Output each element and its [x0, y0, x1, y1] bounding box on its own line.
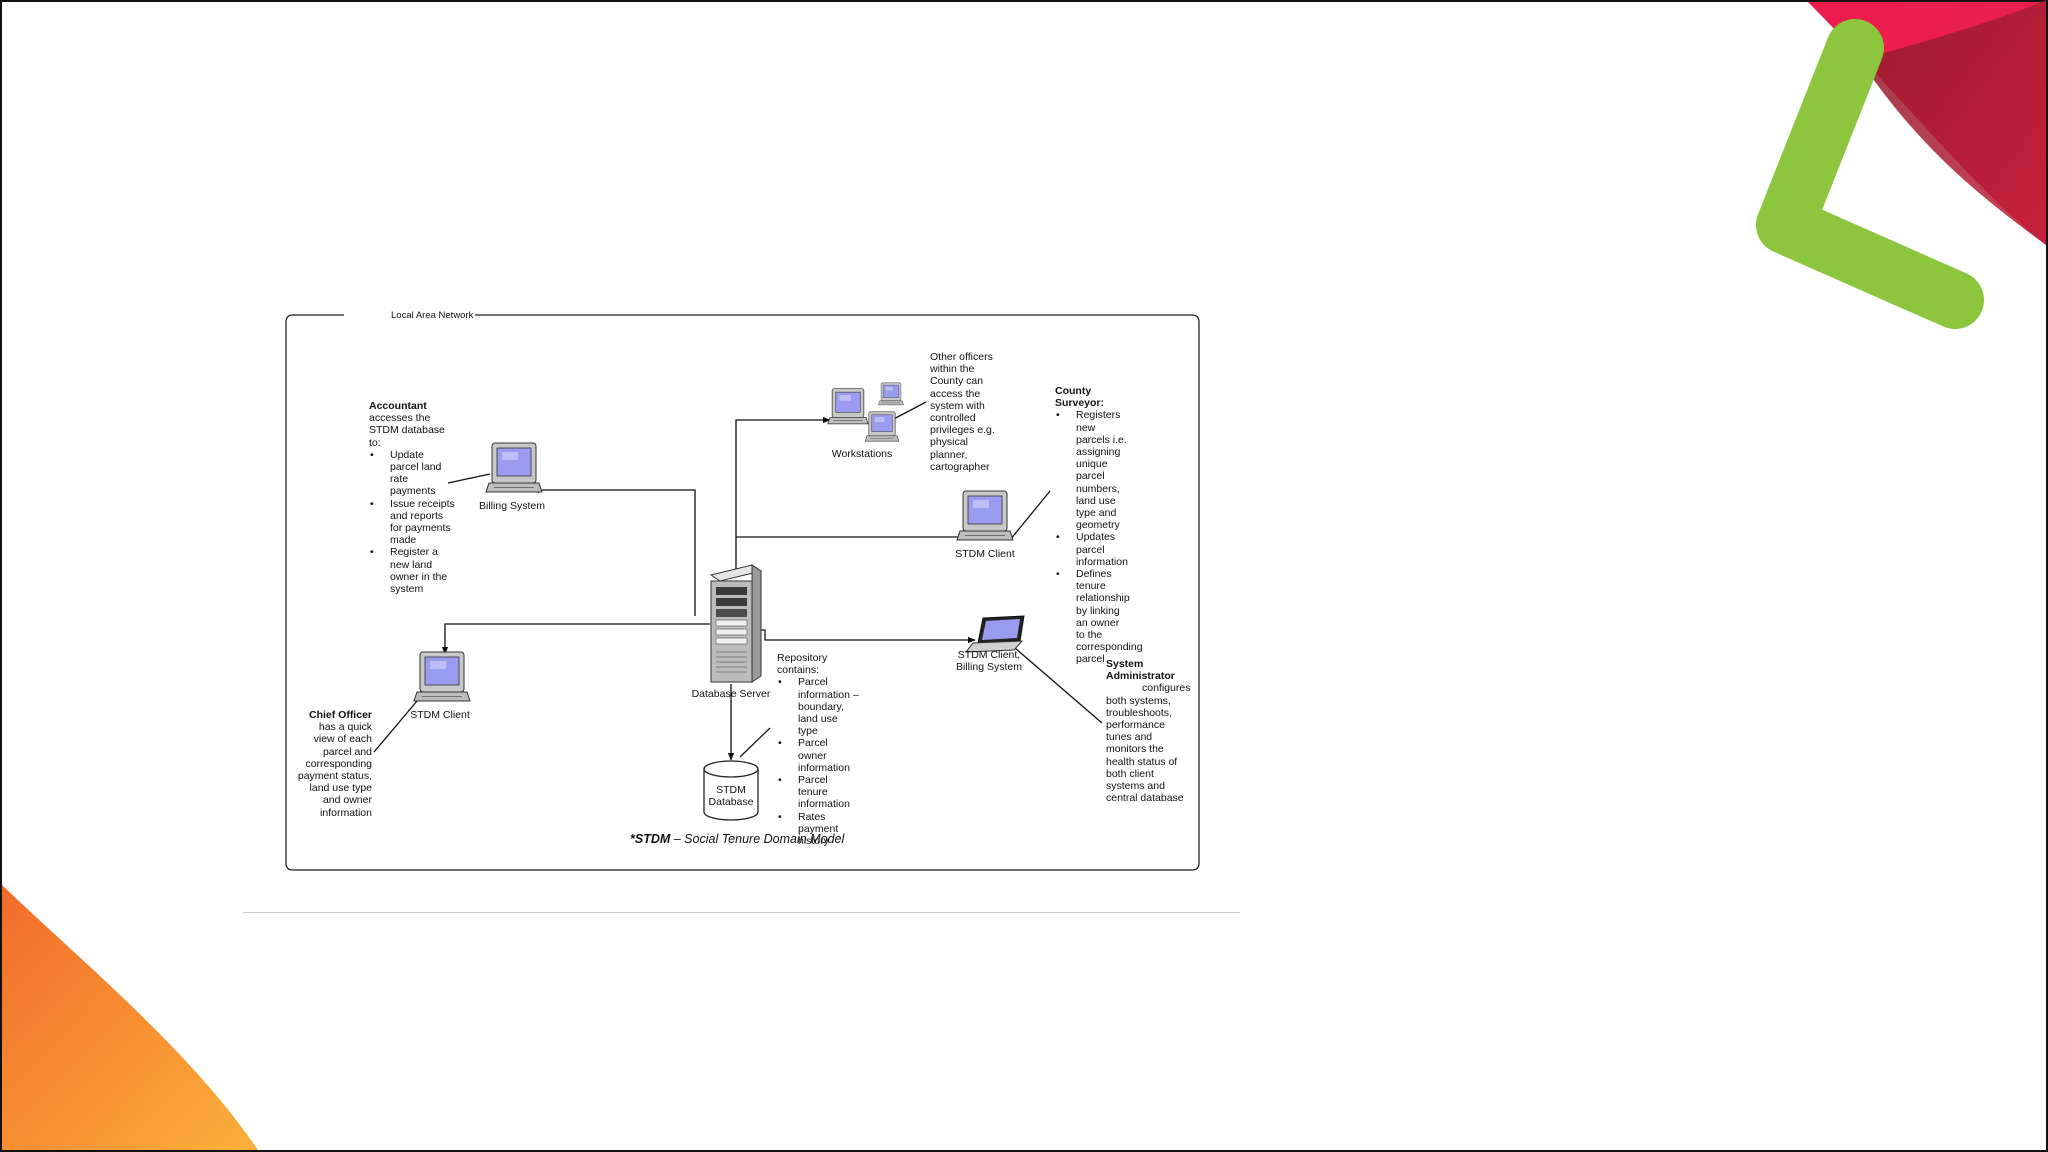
accountant-intro: accesses the STDM database to: [369, 412, 455, 449]
stdm-client-computer-icon [957, 491, 1013, 540]
billing-computer-icon [486, 443, 542, 492]
callout-county-surveyor [1010, 491, 1050, 540]
lan-label: Local Area Network [389, 310, 475, 322]
chief-officer-title: Chief Officer [309, 709, 372, 721]
county-surveyor-item: Registers new parcels i.e. assigning uni… [1055, 409, 1130, 531]
stdm-client-left-label: STDM Client [400, 709, 480, 721]
stdm-database-label: STDM Database [705, 784, 757, 808]
workstations-label: Workstations [822, 448, 902, 460]
county-surveyor-item: Defines tenure relationship by linking a… [1055, 568, 1130, 666]
billing-system-label: Billing System [470, 500, 554, 512]
county-surveyor-title: County Surveyor: [1055, 385, 1104, 409]
repository-item: Parcel information – boundary, land use … [777, 676, 859, 737]
system-admin-text: configures both systems, troubleshoots, … [1106, 682, 1186, 804]
county-surveyor-list: Registers new parcels i.e. assigning uni… [1055, 409, 1130, 665]
accountant-list: Update parcel land rate payments Issue r… [369, 449, 455, 595]
chief-officer-text: has a quick view of each parcel and corr… [298, 721, 372, 818]
link-to-laptop [755, 630, 975, 640]
county-surveyor-item: Updates parcel information [1055, 531, 1130, 568]
other-officers-note: Other officers within the County can acc… [930, 351, 1006, 473]
repository-item: Parcel owner information [777, 737, 859, 774]
accountant-item: Register a new land owner in the system [369, 546, 455, 595]
chief-officer-note: Chief Officer has a quick view of each p… [296, 709, 372, 819]
accountant-item: Update parcel land rate payments [369, 449, 455, 498]
link-to-workstations [736, 420, 830, 570]
system-admin-title: System Administrator [1106, 658, 1166, 682]
link-to-billing [532, 490, 695, 616]
laptop-icon [966, 616, 1024, 652]
repository-note: Repository contains: Parcel information … [777, 652, 859, 847]
database-server-icon [711, 565, 761, 682]
database-server-label: Database Server [690, 688, 772, 700]
repository-intro: Repository contains: [777, 652, 827, 676]
link-to-stdm-client-left [445, 624, 710, 654]
stdm-client-left-computer-icon [414, 652, 470, 701]
workstations-icon [828, 383, 904, 441]
system-admin-note: System Administrator configures both sys… [1106, 658, 1186, 804]
accountant-note: Accountant accesses the STDM database to… [369, 400, 455, 595]
callout-repository [740, 728, 770, 757]
diagram-caption: *STDM – Social Tenure Domain Model [630, 832, 844, 846]
caption-text: – Social Tenure Domain Model [670, 832, 844, 846]
accountant-item: Issue receipts and reports for payments … [369, 498, 455, 547]
county-surveyor-note: County Surveyor: Registers new parcels i… [1055, 385, 1130, 666]
caption-acronym: *STDM [630, 832, 670, 846]
repository-item: Parcel tenure information [777, 774, 859, 811]
stdm-client-billing-label: STDM Client, Billing System [945, 649, 1033, 673]
repository-list: Parcel information – boundary, land use … [777, 676, 859, 847]
divider-line [243, 912, 1240, 913]
stdm-client-right-label: STDM Client [943, 548, 1027, 560]
accountant-title: Accountant [369, 400, 427, 412]
